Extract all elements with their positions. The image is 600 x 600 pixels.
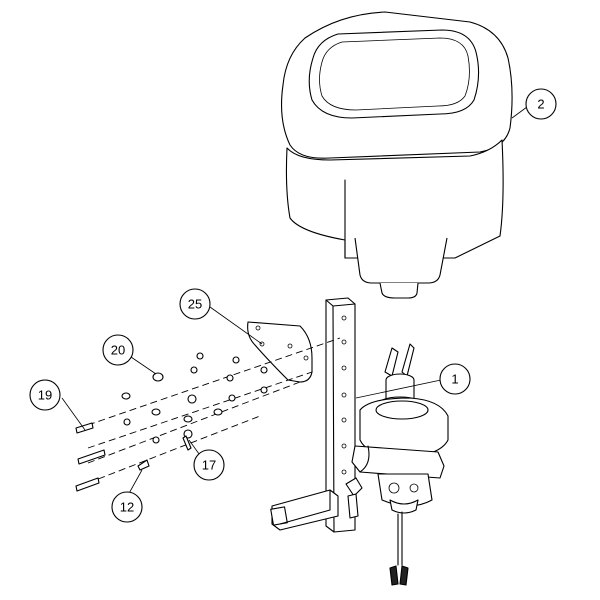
- hopper: [281, 11, 513, 299]
- callout-17-label: 17: [202, 458, 216, 473]
- callout-19: 19: [29, 379, 61, 411]
- callout-12-label: 12: [120, 500, 134, 515]
- callout-2-label: 2: [537, 97, 544, 112]
- callout-2: 2: [525, 88, 557, 120]
- hitch-receiver: [270, 477, 363, 531]
- callout-20-label: 20: [111, 343, 125, 358]
- callout-20: 20: [102, 334, 134, 366]
- callout-17: 17: [193, 449, 225, 481]
- callout-25: 25: [179, 288, 211, 320]
- leader-lines: [61, 106, 528, 498]
- callout-25-label: 25: [188, 297, 202, 312]
- callout-1: 1: [439, 363, 471, 395]
- spreader-assembly: [351, 343, 449, 586]
- callout-12: 12: [111, 491, 143, 523]
- callout-19-label: 19: [38, 388, 52, 403]
- callout-1-label: 1: [451, 372, 458, 387]
- hardware-bolts: [75, 337, 341, 492]
- mounting-plate: [247, 321, 313, 383]
